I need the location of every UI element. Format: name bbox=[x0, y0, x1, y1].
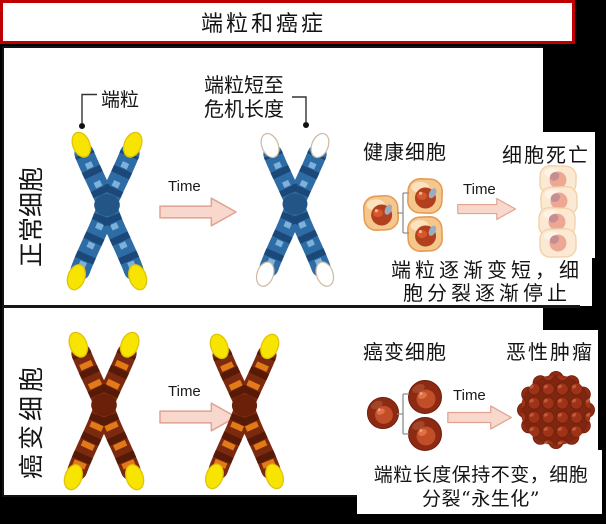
normal-chromosome-icon bbox=[57, 118, 157, 296]
cancer-chromosome-icon bbox=[52, 318, 156, 496]
time-label-4: Time bbox=[453, 387, 486, 404]
cell-death-label: 细胞死亡 bbox=[502, 143, 590, 167]
malignant-tumor-label: 恶性肿瘤 bbox=[506, 340, 594, 364]
healthy-cell-icon bbox=[406, 215, 443, 252]
cancer-cells-label: 癌变细胞 bbox=[363, 340, 447, 364]
cancer-row-caption: 端粒长度保持不变，细胞 分裂“永生化” bbox=[373, 464, 589, 510]
time-arrow-icon bbox=[457, 196, 517, 222]
crisis-pointer-line bbox=[292, 96, 309, 128]
normal-row-caption: 端粒逐渐变短，细 胞分裂逐渐停止 bbox=[391, 258, 583, 305]
cell-division-bracket bbox=[396, 391, 410, 437]
healthy-cells-label: 健康细胞 bbox=[363, 140, 447, 164]
time-arrow-icon bbox=[159, 196, 238, 228]
cancer-cell-row-label: 癌变细胞 bbox=[17, 363, 46, 480]
time-label-2: Time bbox=[463, 181, 496, 198]
caption-top-backdrop bbox=[543, 258, 592, 306]
crisis-length-label: 端粒短至 危机长度 bbox=[204, 73, 284, 121]
telomere-label: 端粒 bbox=[101, 89, 140, 111]
time-label-3: Time bbox=[168, 383, 201, 400]
dying-cell-icon bbox=[539, 228, 578, 259]
row-divider bbox=[2, 305, 580, 308]
cancer-cell-icon bbox=[407, 416, 443, 452]
time-arrow-icon bbox=[447, 403, 513, 432]
cell-division-bracket bbox=[396, 190, 410, 236]
tumor-mass-icon bbox=[517, 371, 595, 449]
healthy-cell-icon bbox=[362, 194, 400, 232]
cancer-chromosome-icon bbox=[196, 319, 293, 496]
shortened-telomere-chromosome-icon bbox=[247, 119, 343, 293]
cancer-cell-icon bbox=[407, 379, 443, 415]
telomere-pointer-line bbox=[79, 93, 97, 129]
normal-cell-row-label: 正常细胞 bbox=[17, 167, 46, 268]
cancer-cell-icon bbox=[366, 396, 400, 430]
time-label-1: Time bbox=[168, 178, 201, 195]
page-title: 端粒和癌症 bbox=[200, 12, 326, 37]
caption-bottom-backdrop bbox=[357, 450, 602, 514]
healthy-cell-icon bbox=[406, 177, 443, 214]
title-bar: 端粒和癌症 bbox=[0, 0, 575, 44]
